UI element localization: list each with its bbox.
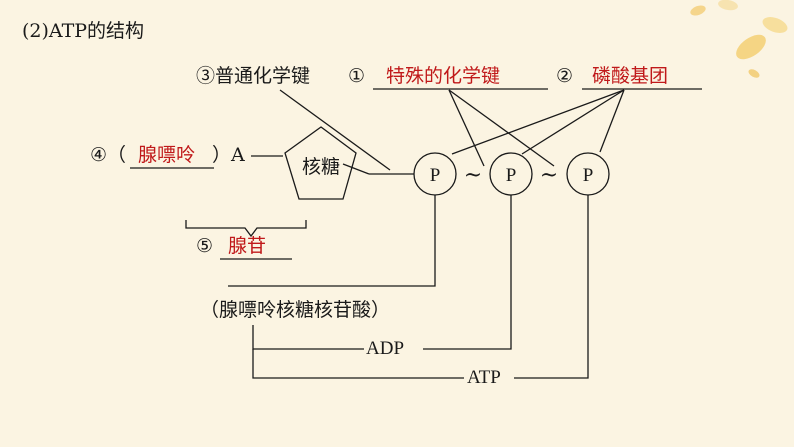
adenosine-brace	[185, 220, 307, 238]
pointer-phosphate-1	[451, 89, 625, 155]
pointer-special-bond-2	[448, 89, 555, 167]
high-energy-bond-1: ~	[464, 163, 482, 188]
marker-4: ④（	[90, 144, 127, 166]
marker-5: ⑤	[196, 235, 214, 257]
pointer-special-bond-1	[448, 89, 485, 167]
amp-connector	[228, 195, 436, 287]
section-title: (2)ATP的结构	[22, 20, 145, 42]
marker-1: ①	[348, 65, 366, 87]
amp-label: （腺嘌呤核糖核苷酸）	[200, 299, 391, 321]
common-bond-label: ③普通化学键	[196, 65, 311, 87]
ribose-pentagon	[284, 126, 357, 200]
adp-bracket-right	[423, 195, 512, 350]
adp-bracket-left	[252, 325, 364, 350]
adenine-symbol: ）A	[212, 144, 245, 166]
phosphate-group-answer: 磷酸基团	[592, 65, 669, 87]
pointer-common-bond	[279, 89, 391, 171]
ribose-label: 核糖	[302, 156, 341, 178]
pointer-phosphate-2	[521, 89, 625, 155]
bond-ribose-phosphate	[342, 163, 370, 175]
pointer-phosphate-3	[599, 89, 625, 153]
high-energy-bond-2: ~	[540, 163, 558, 188]
adenosine-answer: 腺苷	[228, 235, 267, 257]
phosphate-label-1: P	[430, 165, 441, 186]
adp-label: ADP	[366, 338, 405, 359]
special-bond-answer: 特殊的化学键	[386, 65, 501, 87]
marker-2: ②	[556, 65, 574, 87]
adenine-answer: 腺嘌呤	[138, 144, 196, 166]
atp-bracket-left	[252, 349, 464, 379]
phosphate-label-2: P	[506, 165, 517, 186]
atp-bracket-right	[514, 195, 589, 379]
atp-label: ATP	[467, 367, 501, 388]
phosphate-label-3: P	[583, 165, 594, 186]
